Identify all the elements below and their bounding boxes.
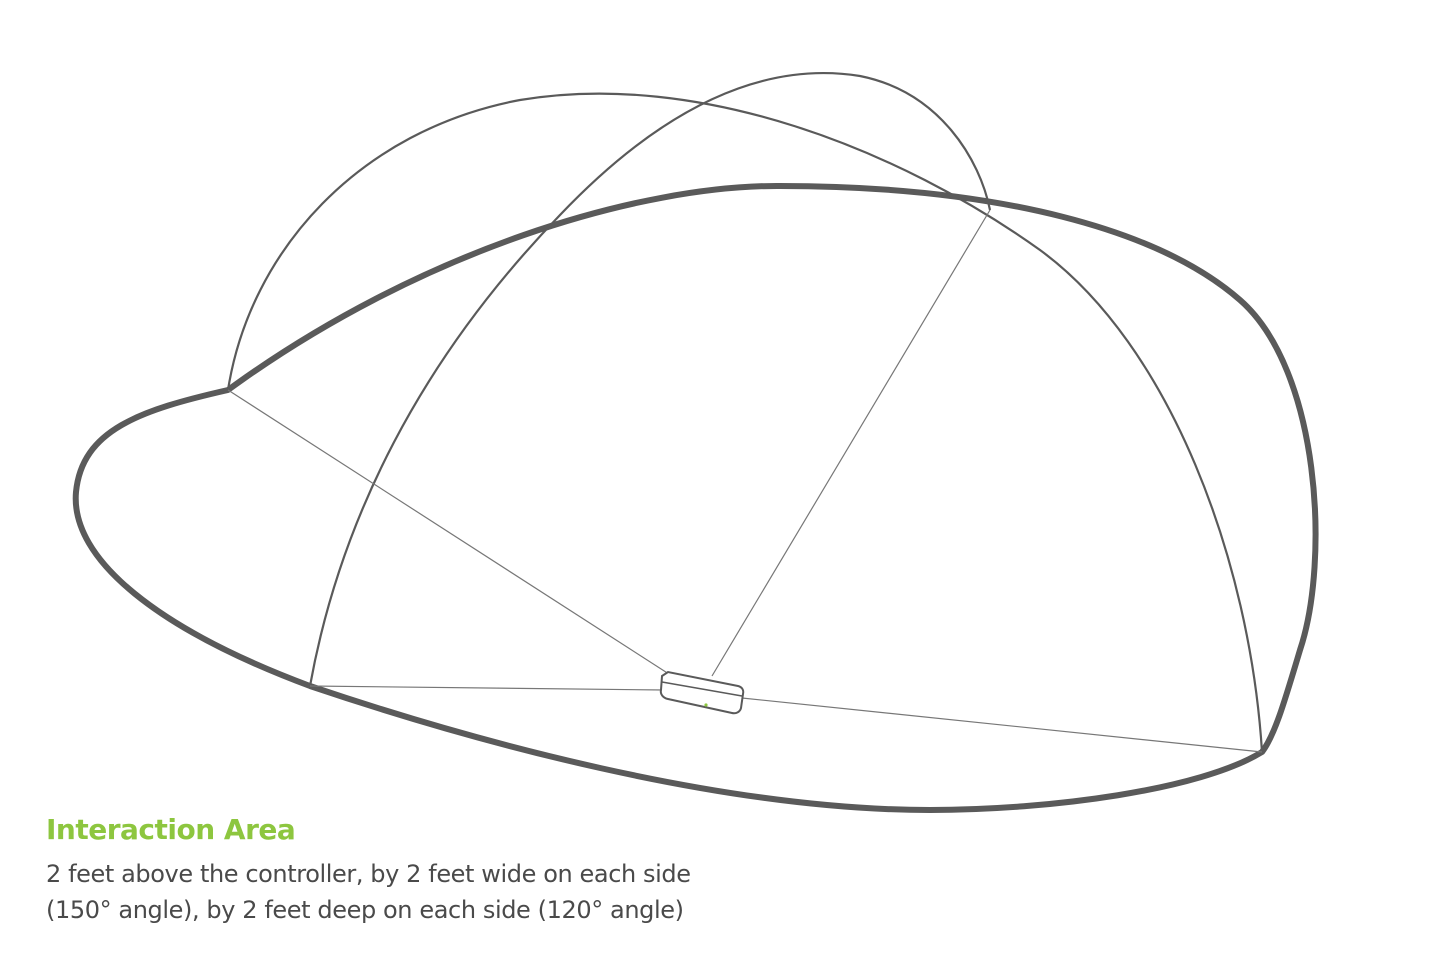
caption: Interaction Area 2 feet above the contro…: [46, 812, 946, 928]
caption-title: Interaction Area: [46, 813, 296, 846]
ray-right-front: [741, 697, 1263, 753]
caption-line-2: (150° angle), by 2 feet deep on each sid…: [46, 896, 684, 924]
controller-device-icon: [659, 670, 745, 715]
depth-arc: [308, 72, 992, 687]
caption-line-1: 2 feet above the controller, by 2 feet w…: [46, 860, 691, 888]
ray-left-back: [227, 389, 673, 677]
ray-right-back: [711, 209, 991, 677]
floor-outline: [72, 182, 1319, 813]
ray-left-front: [309, 685, 665, 691]
width-arc: [226, 92, 1264, 753]
